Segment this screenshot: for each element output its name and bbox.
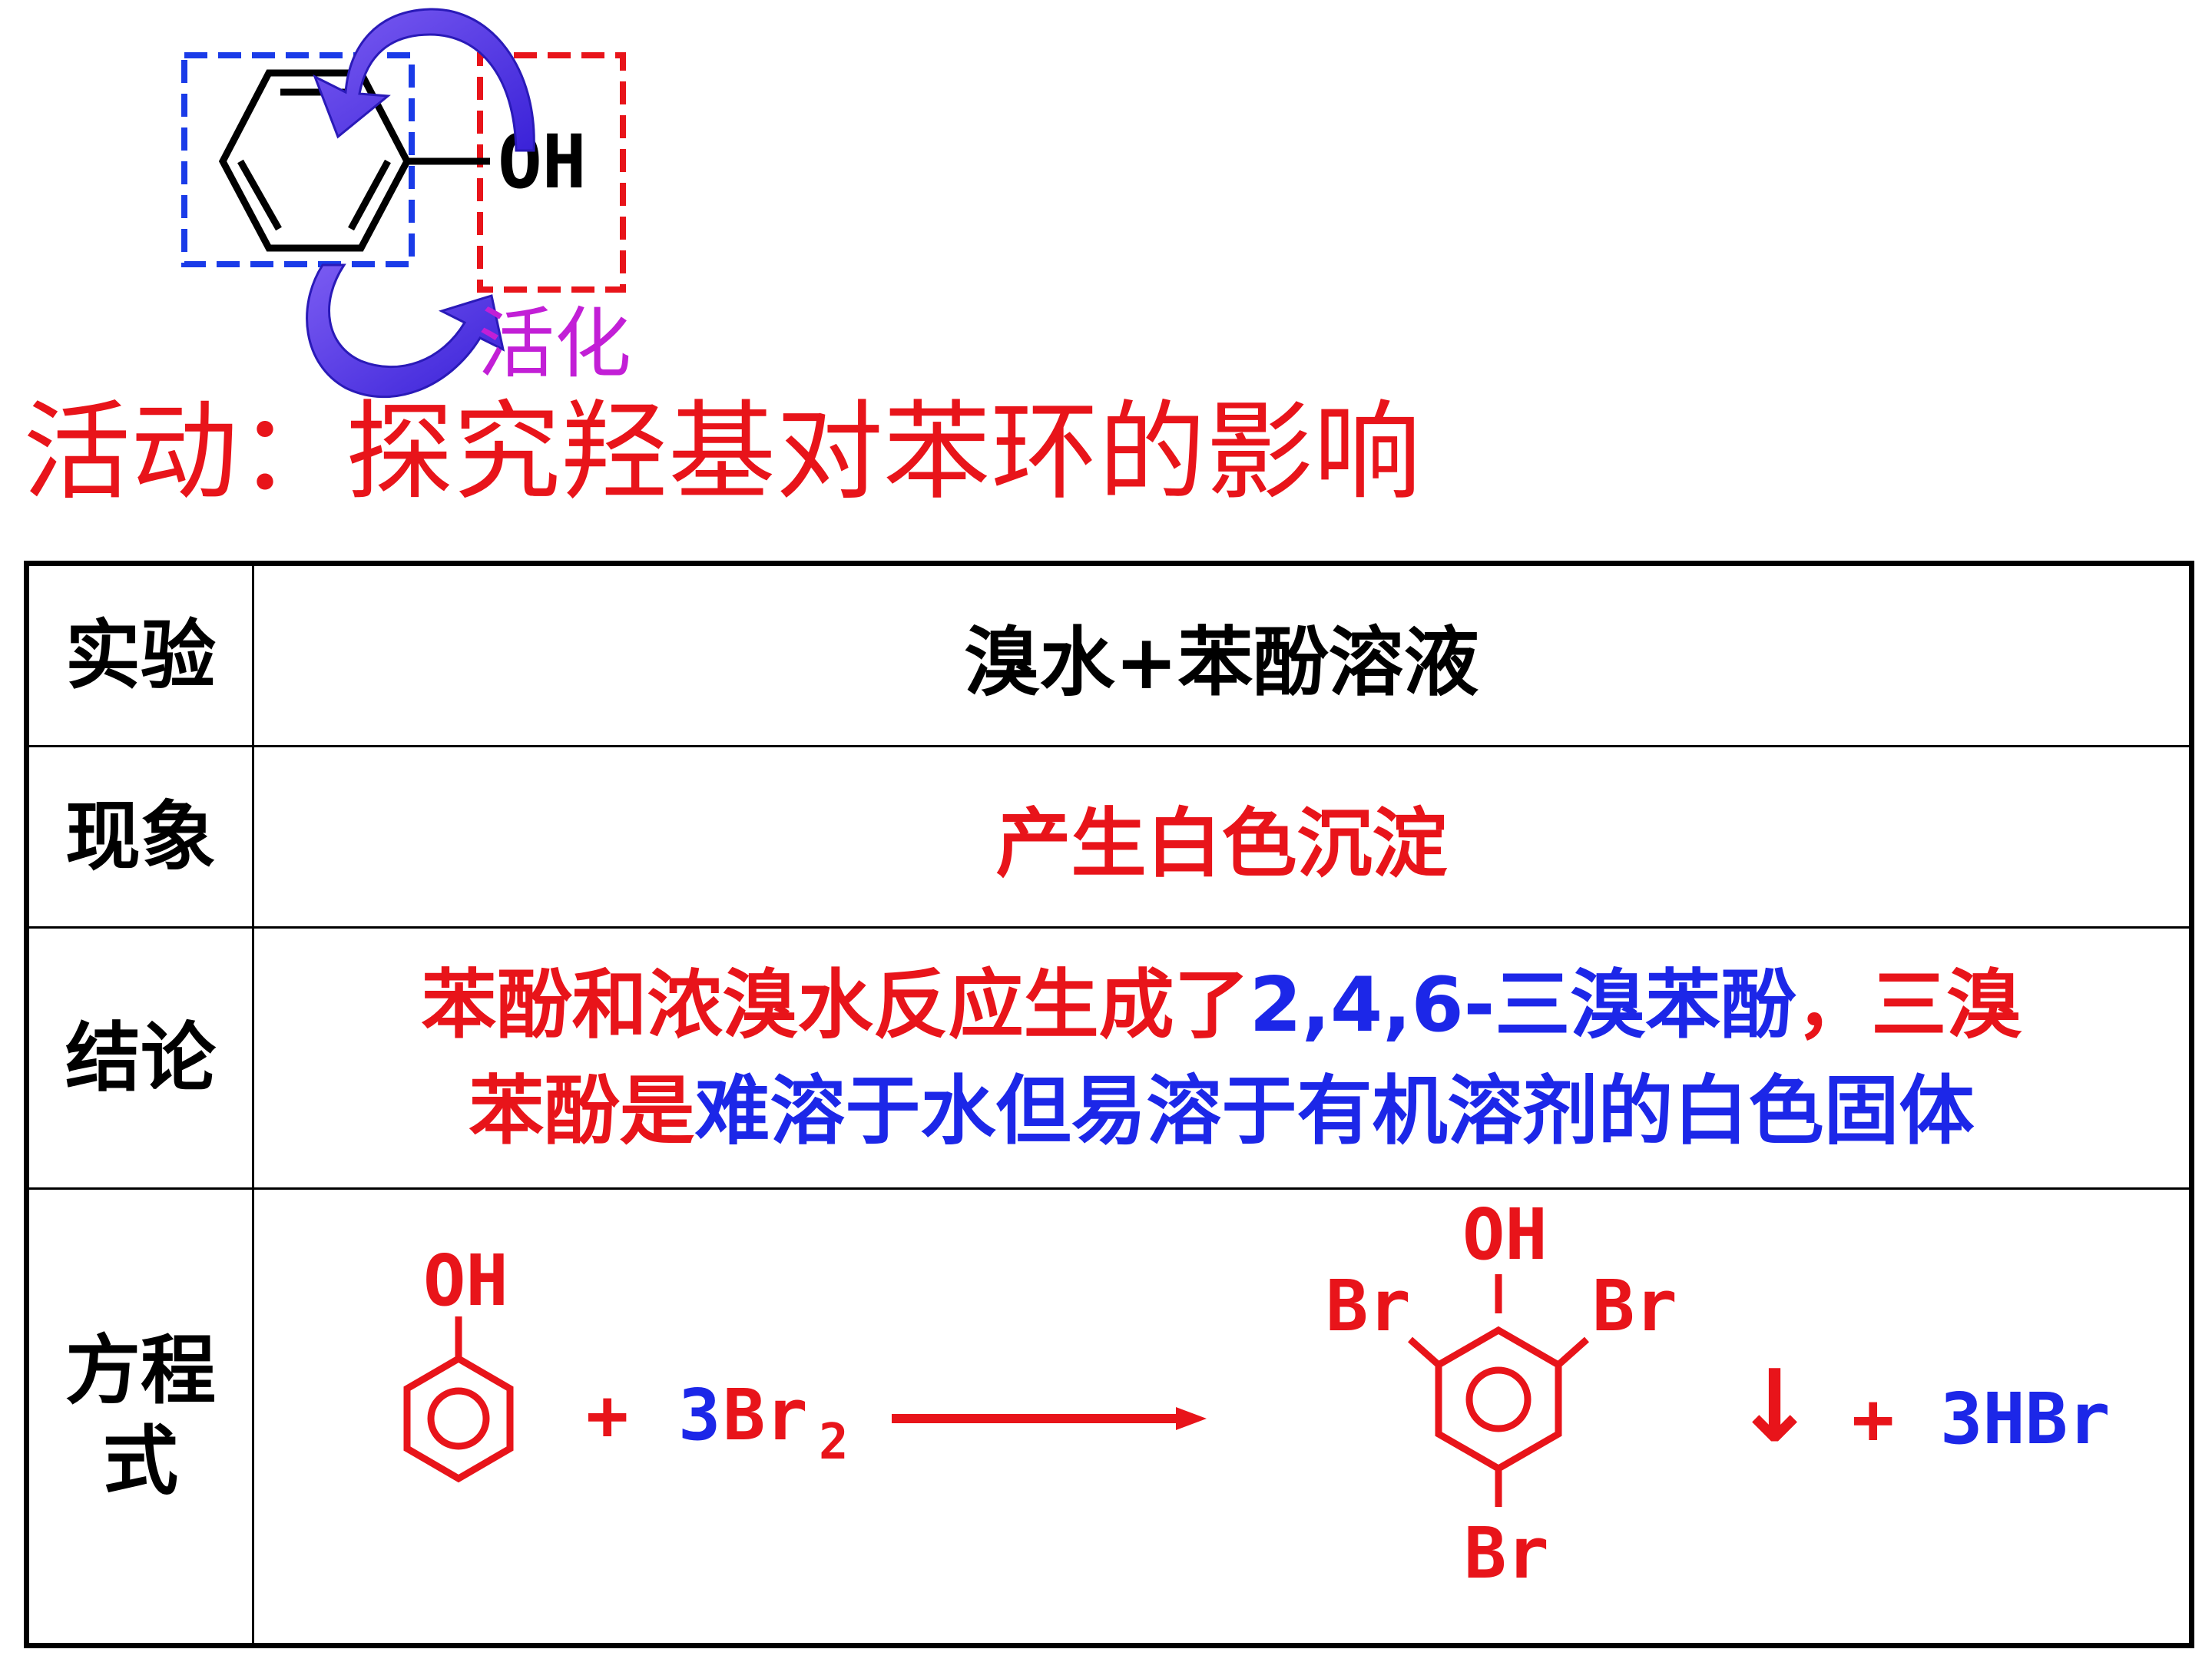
conclusion-text-red-3: 苯酚是 bbox=[469, 1067, 695, 1155]
conclusion-text-blue-2: 难溶于水但易溶于有机溶剂的白色固体 bbox=[694, 1067, 1975, 1155]
conclusion-line-2: 苯酚是难溶于水但易溶于有机溶剂的白色固体 bbox=[254, 1058, 2189, 1164]
table-row-equation: 方程 式 OH + 3 Br 2 bbox=[25, 1187, 2193, 1647]
product-oh-label: OH bbox=[1462, 1194, 1548, 1276]
equation-label-line-1: 方程 bbox=[65, 1327, 216, 1415]
product-br-left: Br bbox=[1326, 1265, 1411, 1347]
table-row-phenomenon: 现象 产生白色沉淀 bbox=[25, 745, 2193, 929]
reaction-arrow bbox=[892, 1407, 1207, 1430]
equation-cell: OH + 3 Br 2 OH bbox=[252, 1187, 2193, 1647]
bromine-coefficient: 3 bbox=[678, 1374, 720, 1456]
phenol-ring bbox=[403, 1316, 514, 1483]
experiment-label: 实验 bbox=[25, 562, 254, 747]
product-br-right: Br bbox=[1592, 1265, 1677, 1347]
phenomenon-label: 现象 bbox=[25, 745, 254, 929]
conclusion-line-1: 苯酚和浓溴水反应生成了2,4,6-三溴苯酚，三溴 bbox=[254, 952, 2189, 1058]
benzene-dashed-box bbox=[181, 52, 415, 267]
reaction-equation: OH + 3 Br 2 OH bbox=[403, 1194, 2111, 1594]
reactant-oh-label: OH bbox=[423, 1240, 508, 1322]
precipitate-arrow: ↓ bbox=[1733, 1348, 1816, 1465]
bromine-formula: Br bbox=[723, 1374, 808, 1456]
bromine-subscript: 2 bbox=[819, 1414, 849, 1471]
product-br-bottom: Br bbox=[1464, 1512, 1549, 1594]
experiment-table: 实验 溴水+苯酚溶液 现象 产生白色沉淀 结论 苯酚和浓溴水反应生成了2,4,6… bbox=[24, 561, 2194, 1648]
tribromophenol-ring bbox=[1408, 1274, 1589, 1507]
experiment-value: 溴水+苯酚溶液 bbox=[252, 562, 2193, 747]
conclusion-text-red-2: ，三溴 bbox=[1796, 961, 2022, 1049]
conclusion-text-red-1: 苯酚和浓溴水反应生成了 bbox=[421, 961, 1250, 1049]
hydroxyl-dashed-box bbox=[477, 52, 626, 293]
plus-sign-1: + bbox=[586, 1374, 628, 1456]
page-title: 活动：探究羟基对苯环的影响 bbox=[23, 390, 1422, 515]
phenomenon-value: 产生白色沉淀 bbox=[252, 745, 2193, 929]
lower-activation-arrow bbox=[306, 263, 505, 399]
conclusion-text-blue-1: 2,4,6-三溴苯酚 bbox=[1249, 961, 1796, 1049]
activation-label: 活化 bbox=[478, 299, 631, 389]
phenol-activation-diagram: OH 活化 bbox=[181, 8, 631, 399]
equation-label-line-2: 式 bbox=[102, 1418, 178, 1505]
oh-label: OH bbox=[498, 119, 587, 205]
conclusion-label: 结论 bbox=[25, 926, 254, 1190]
conclusion-value: 苯酚和浓溴水反应生成了2,4,6-三溴苯酚，三溴 苯酚是难溶于水但易溶于有机溶剂… bbox=[252, 926, 2193, 1190]
plus-sign-2: + bbox=[1852, 1378, 1894, 1460]
equation-label: 方程 式 bbox=[25, 1187, 254, 1647]
hbr-product: 3HBr bbox=[1940, 1378, 2111, 1460]
table-row-experiment: 实验 溴水+苯酚溶液 bbox=[25, 562, 2193, 747]
table-row-conclusion: 结论 苯酚和浓溴水反应生成了2,4,6-三溴苯酚，三溴 苯酚是难溶于水但易溶于有… bbox=[25, 926, 2193, 1190]
upper-activation-arrow bbox=[313, 8, 535, 152]
